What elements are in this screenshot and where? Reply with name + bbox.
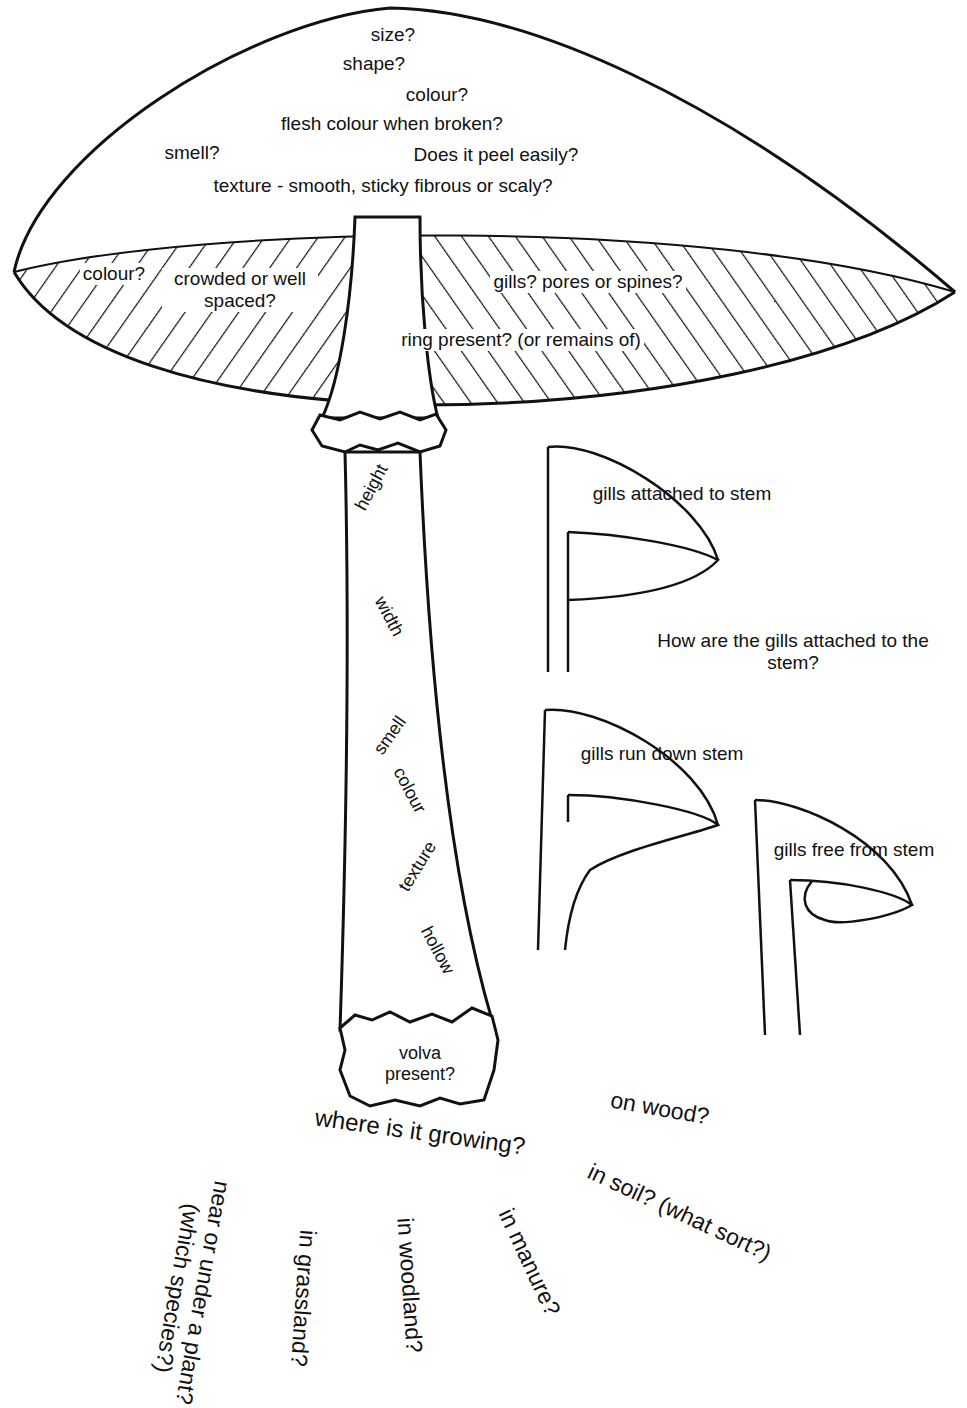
volva bbox=[340, 1008, 498, 1106]
cap-question: flesh colour when broken? bbox=[281, 113, 503, 135]
habitat-question: where is it growing? bbox=[313, 1104, 527, 1161]
cap-question: shape? bbox=[343, 53, 405, 75]
habitat-option: in soil? (what sort?) bbox=[584, 1158, 776, 1266]
gill-type-label: gills free from stem bbox=[774, 839, 934, 861]
stem bbox=[340, 452, 495, 1030]
ring-question: ring present? (or remains of) bbox=[398, 329, 644, 351]
habitat-option: in woodland? bbox=[392, 1216, 428, 1353]
cap-question: texture - smooth, sticky fibrous or scal… bbox=[214, 175, 553, 197]
cap-question: smell? bbox=[165, 142, 220, 164]
cap-question: Does it peel easily? bbox=[414, 144, 579, 166]
gill-type-label: gills attached to stem bbox=[593, 483, 771, 505]
gill-question: gills? pores or spines? bbox=[490, 271, 685, 293]
stem-top bbox=[322, 217, 438, 418]
question-note: How are the gills attached to the stem? bbox=[643, 630, 943, 674]
volva-question: volva present? bbox=[365, 1043, 475, 1084]
gill-hatching bbox=[14, 235, 955, 405]
cap-outline bbox=[14, 8, 955, 292]
gill-question: colour? bbox=[80, 263, 148, 285]
habitat-option: near or under a plant? (which species?) bbox=[142, 1162, 237, 1408]
gill-attachment-sketches bbox=[538, 446, 912, 1035]
cap-question: colour? bbox=[406, 84, 468, 106]
ring bbox=[312, 412, 446, 452]
gill-question: crowded or well spaced? bbox=[162, 268, 318, 312]
cap-question: size? bbox=[371, 24, 415, 46]
gill-edge bbox=[14, 272, 955, 405]
gill-type-label: gills run down stem bbox=[581, 743, 744, 765]
habitat-option: in grassland? bbox=[285, 1229, 321, 1367]
gill-upper-line bbox=[14, 235, 955, 292]
habitat-option: in manure? bbox=[494, 1204, 567, 1319]
habitat-option: on wood? bbox=[609, 1086, 712, 1129]
